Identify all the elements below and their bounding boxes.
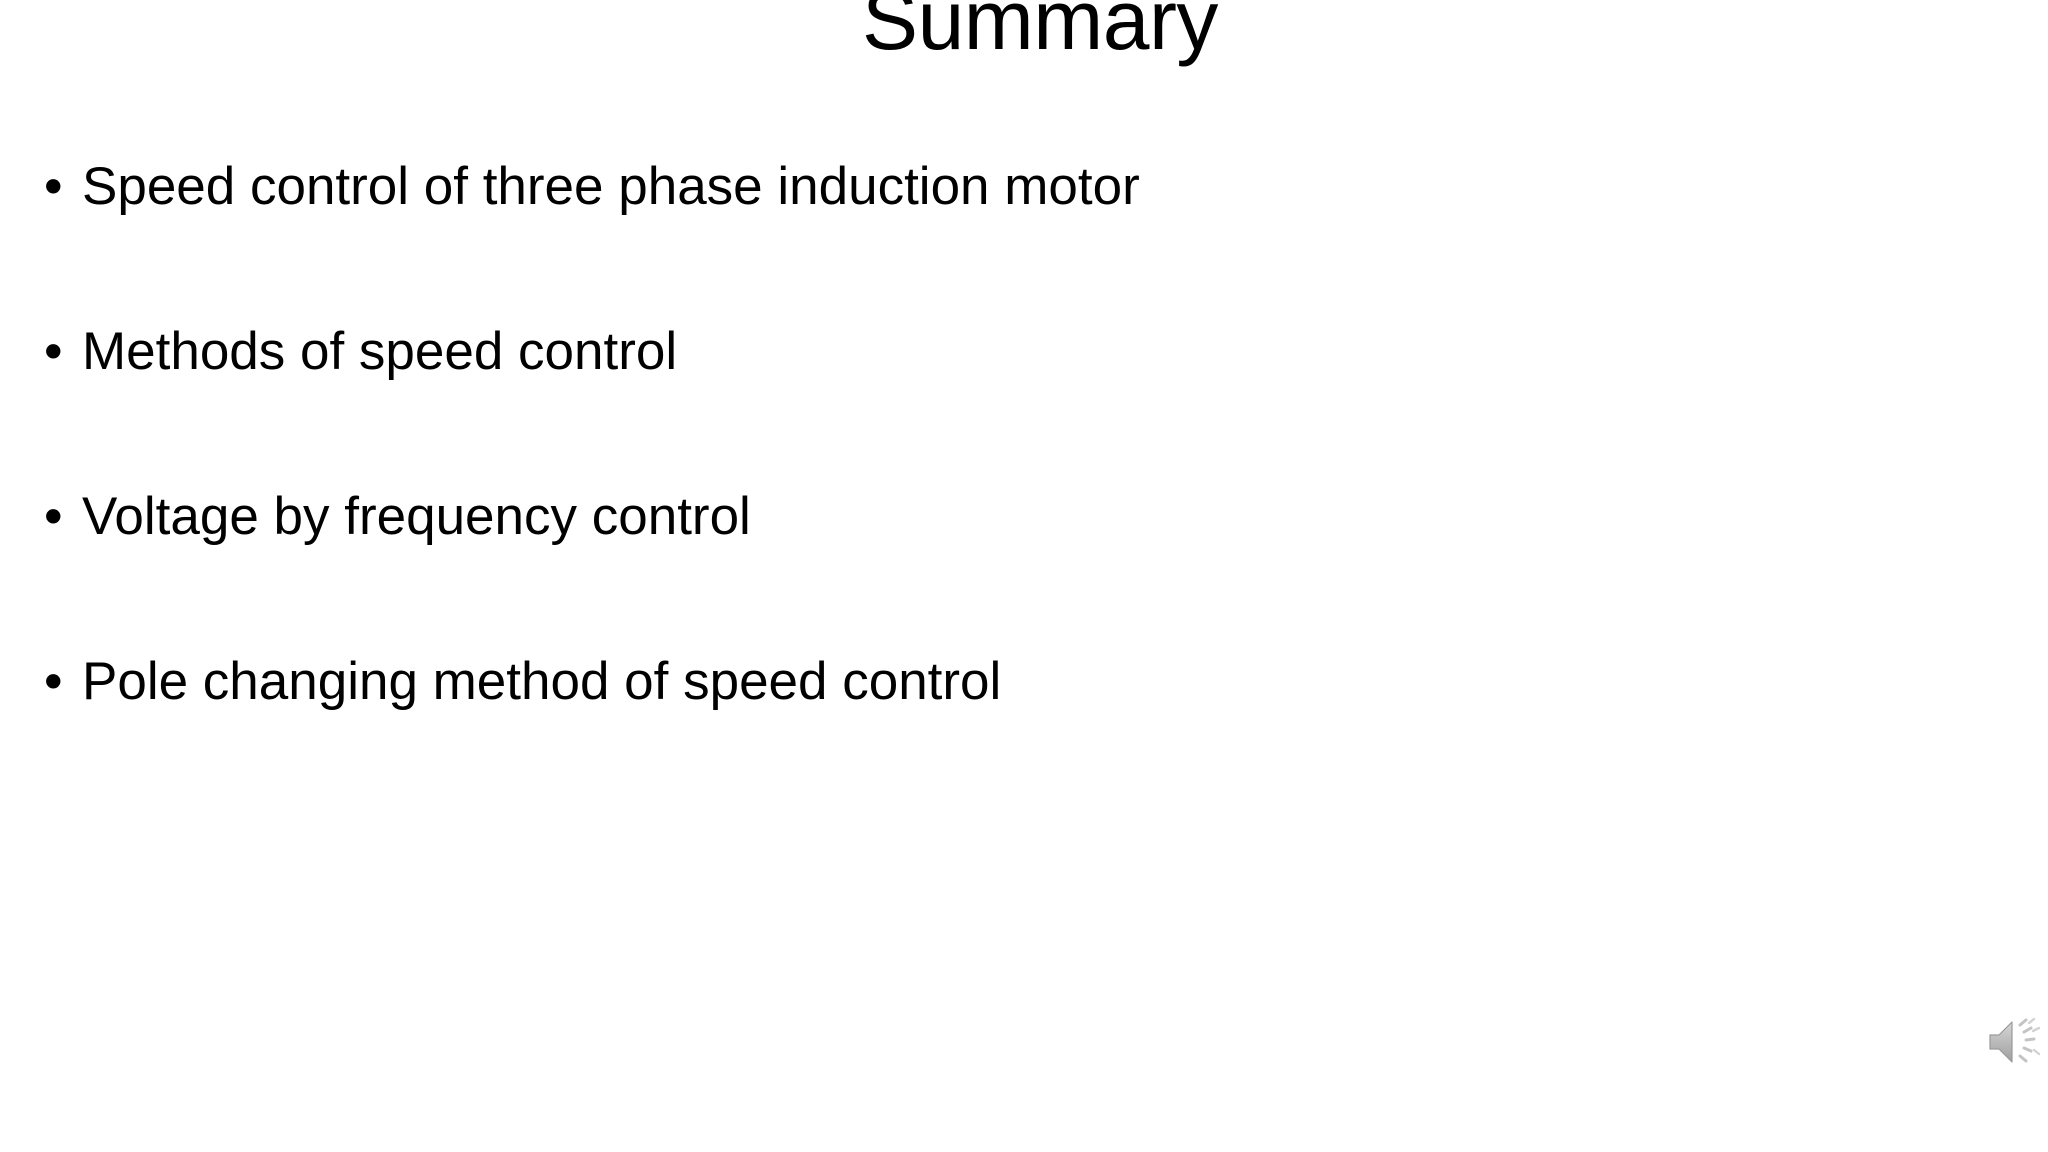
bullet-marker-icon: • (44, 487, 63, 546)
bullet-marker-icon: • (44, 157, 63, 216)
list-item: • Voltage by frequency control (44, 486, 1944, 651)
speaker-icon[interactable] (1986, 1016, 2044, 1068)
list-item-label: Methods of speed control (82, 322, 678, 381)
page-title-text: Summary (862, 0, 1218, 67)
list-item: • Methods of speed control (44, 321, 1944, 486)
list-item-label: Speed control of three phase induction m… (82, 157, 1140, 216)
page-title: Summary (0, 0, 2048, 62)
bullet-list: • Speed control of three phase induction… (44, 156, 1944, 816)
bullet-marker-icon: • (44, 322, 63, 381)
list-item: • Pole changing method of speed control (44, 651, 1944, 816)
list-item: • Speed control of three phase induction… (44, 156, 1944, 321)
list-item-label: Pole changing method of speed control (82, 652, 1002, 711)
bullet-marker-icon: • (44, 652, 63, 711)
list-item-label: Voltage by frequency control (82, 487, 751, 546)
